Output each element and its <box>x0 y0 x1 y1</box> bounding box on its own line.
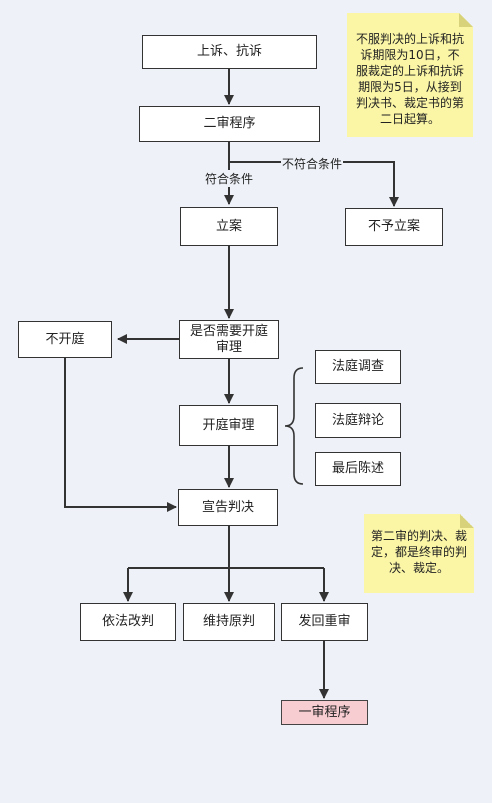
no-hearing-node: 不开庭 <box>18 321 112 358</box>
remand-node: 发回重审 <box>281 603 368 641</box>
deadline-note: 不服判决的上诉和抗诉期限为10日，不服裁定的上诉和抗诉期限为5日，从接到判决书、… <box>347 13 473 137</box>
second-instance-label: 二审程序 <box>203 116 256 131</box>
uphold-label: 维持原判 <box>202 614 255 629</box>
final-judgment-note-text: 第二审的判决、裁定，都是终审的判决、裁定。 <box>370 529 467 575</box>
first-instance-node: 一审程序 <box>281 700 368 725</box>
final-statement-node: 最后陈述 <box>315 452 401 486</box>
court-debate-node: 法庭辩论 <box>315 403 401 438</box>
verdict-node: 宣告判决 <box>178 489 278 526</box>
revise-label: 依法改判 <box>101 614 154 629</box>
second-instance-node: 二审程序 <box>139 106 320 142</box>
court-investigation-label: 法庭调查 <box>331 359 384 374</box>
appeal-node: 上诉、抗诉 <box>142 35 317 69</box>
filing-node: 立案 <box>180 207 278 246</box>
deadline-note-text: 不服判决的上诉和抗诉期限为10日，不服裁定的上诉和抗诉期限为5日，从接到判决书、… <box>355 32 464 126</box>
final-statement-label: 最后陈述 <box>331 461 384 476</box>
final-judgment-note: 第二审的判决、裁定，都是终审的判决、裁定。 <box>364 514 474 593</box>
appeal-label: 上诉、抗诉 <box>196 44 262 59</box>
no-filing-label: 不予立案 <box>367 219 420 234</box>
hearing-node: 开庭审理 <box>179 405 278 446</box>
hearing-label: 开庭审理 <box>202 417 255 433</box>
need-hearing-node: 是否需要开庭审理 <box>179 320 279 359</box>
no-filing-node: 不予立案 <box>345 208 443 246</box>
revise-node: 依法改判 <box>80 603 176 641</box>
court-debate-label: 法庭辩论 <box>331 412 384 428</box>
verdict-label: 宣告判决 <box>201 499 254 515</box>
edge-label-meets: 符合条件 <box>204 170 255 187</box>
filing-label: 立案 <box>215 218 242 234</box>
hearing-stages-brace <box>284 367 304 485</box>
first-instance-label: 一审程序 <box>298 704 351 720</box>
edge-no-hearing-to-verdict <box>64 358 177 512</box>
need-hearing-label: 是否需要开庭审理 <box>189 323 268 355</box>
remand-label: 发回重审 <box>298 614 351 629</box>
court-investigation-node: 法庭调查 <box>315 350 401 384</box>
uphold-node: 维持原判 <box>183 603 275 641</box>
no-hearing-label: 不开庭 <box>45 331 85 347</box>
edge-label-not-meets: 不符合条件 <box>281 155 344 172</box>
